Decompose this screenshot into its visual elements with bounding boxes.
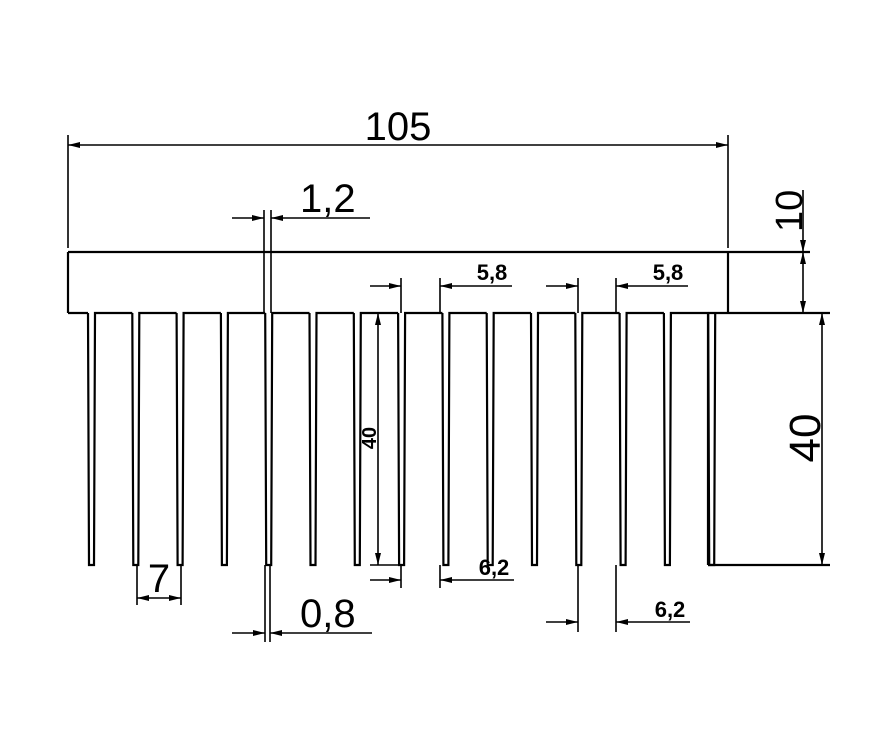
- fin: [264, 311, 310, 567]
- fin: [397, 311, 443, 567]
- dim-fin-thickness-top-label: 1,2: [300, 177, 356, 221]
- fin: [86, 311, 133, 567]
- dim-fin-tip-spacing-label: 7: [148, 557, 170, 601]
- fin: [707, 312, 717, 567]
- dim-fin-height-inner: 40: [359, 312, 398, 566]
- fin: [441, 311, 487, 567]
- dim-overall-width-label: 105: [365, 105, 432, 149]
- dim-fin-height-outer: 40: [781, 313, 830, 565]
- dim-fin-pitch-b: 5,8: [546, 260, 688, 313]
- dim-fin-height-outer-label: 40: [781, 414, 830, 463]
- fin: [219, 311, 266, 567]
- fin: [131, 311, 177, 567]
- dim-fin-pitch-a: 5,8: [370, 260, 512, 313]
- dim-fin-thickness-tip: 0,8: [232, 565, 372, 642]
- heatsink-base: [66, 250, 810, 315]
- dim-fin-thickness-tip-label: 0,8: [300, 592, 356, 636]
- dim-fin-gap-a-label: 6,2: [479, 555, 510, 580]
- dim-fin-tip-spacing: 7: [136, 557, 182, 605]
- dim-fin-gap-a: 6,2: [370, 555, 514, 588]
- dim-base-height: 10: [769, 190, 811, 313]
- fin: [574, 311, 620, 567]
- heatsink-end-block: [706, 311, 830, 567]
- fin: [662, 311, 709, 567]
- dim-fin-gap-b: 6,2: [546, 565, 690, 632]
- dim-fin-gap-b-label: 6,2: [655, 597, 686, 622]
- dim-fin-pitch-a-label: 5,8: [477, 260, 508, 285]
- dim-fin-height-inner-label: 40: [359, 427, 381, 449]
- heatsink-fins: [86, 311, 717, 567]
- dim-fin-pitch-b-label: 5,8: [653, 260, 684, 285]
- dim-base-height-label: 10: [769, 190, 811, 232]
- fin: [308, 311, 354, 567]
- fin: [175, 311, 221, 567]
- dim-fin-thickness-top: 1,2: [232, 177, 370, 313]
- fin: [529, 311, 576, 567]
- dim-overall-width: 105: [67, 105, 729, 248]
- fin: [618, 311, 664, 567]
- fin: [485, 311, 531, 567]
